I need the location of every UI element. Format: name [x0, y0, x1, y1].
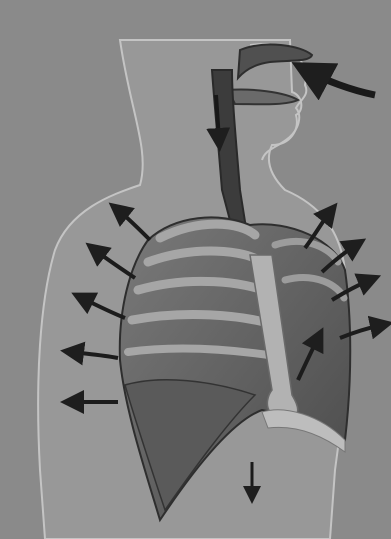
respiration-diagram [0, 0, 391, 539]
